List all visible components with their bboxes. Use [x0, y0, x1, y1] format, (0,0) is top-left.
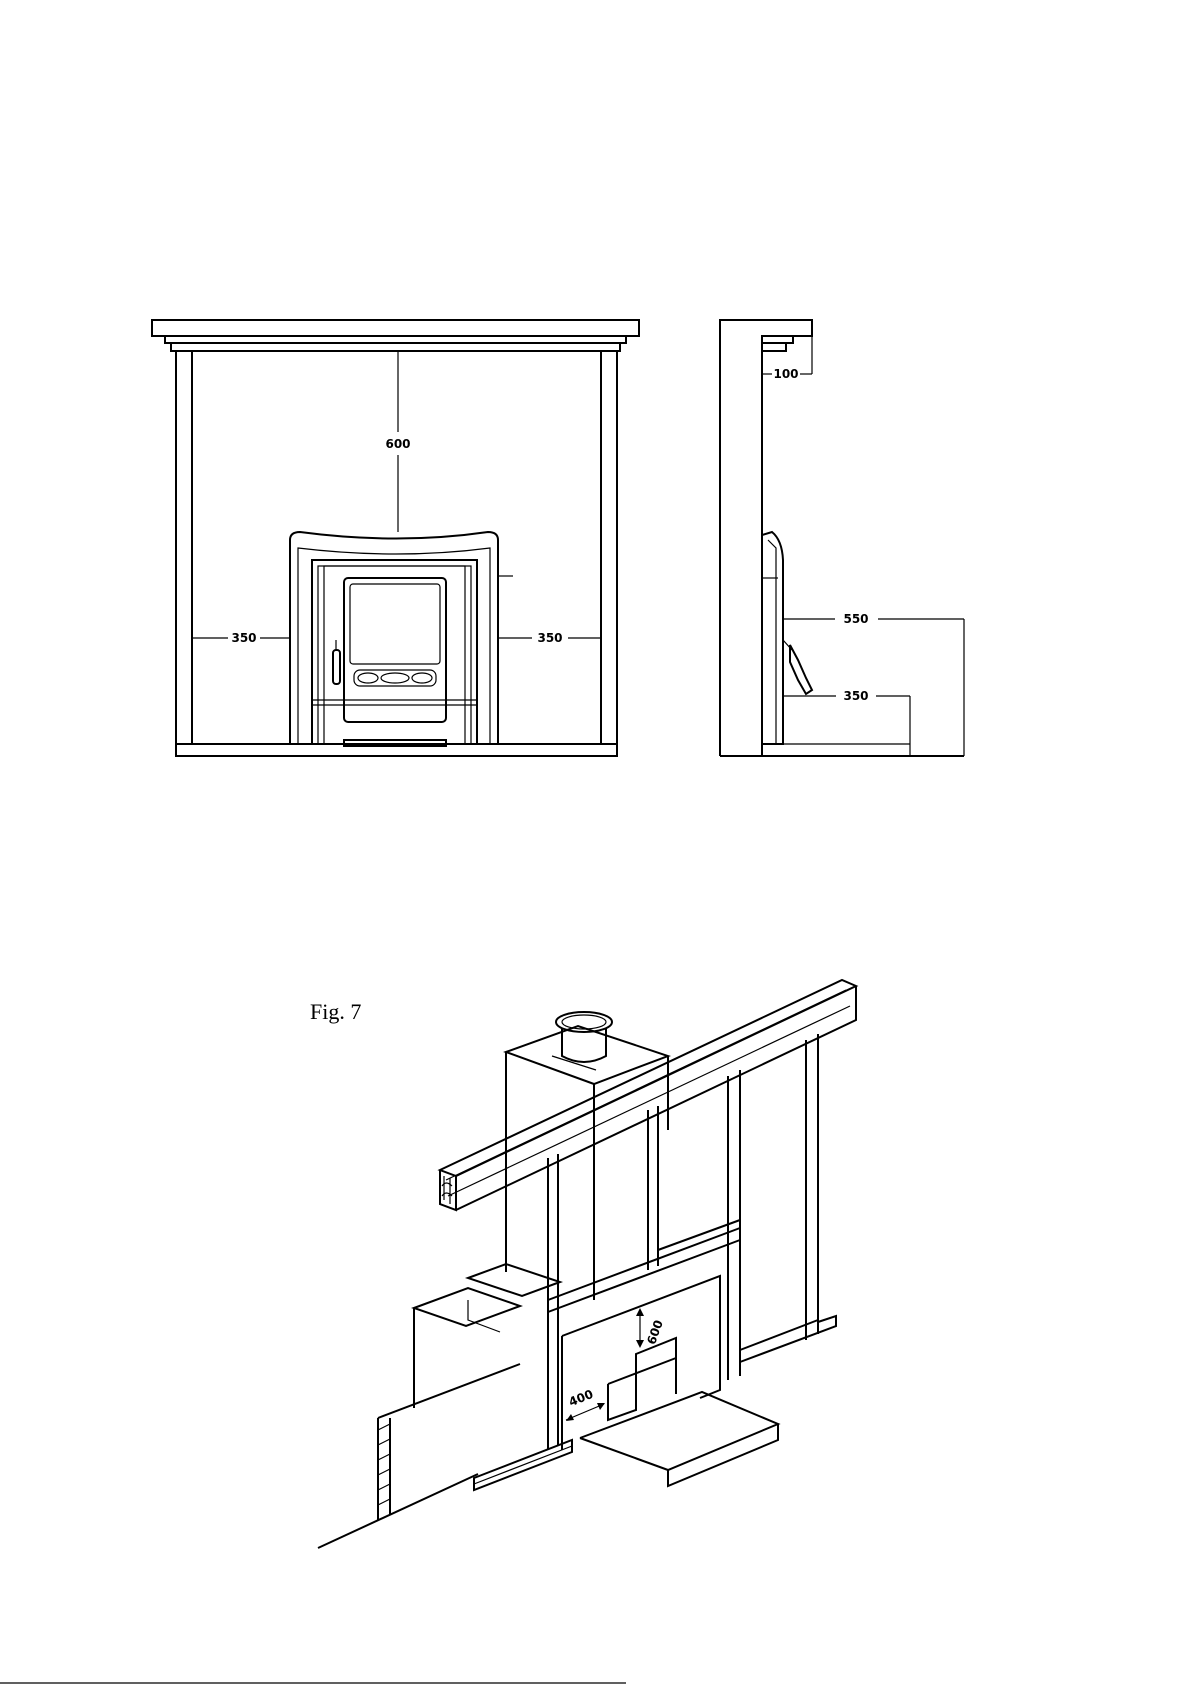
- mantel-shelf: [152, 320, 639, 336]
- front-dim-top: 600: [385, 437, 410, 451]
- mantel-moulding: [165, 336, 626, 343]
- fig7-height-label: 600: [644, 1318, 666, 1346]
- side-dim-lower: 350: [843, 689, 868, 703]
- fig7-dim-height: 600: [636, 1308, 666, 1348]
- frame-studs: [548, 1034, 836, 1450]
- surround-left-leg: [176, 351, 192, 744]
- side-dim-top: 100: [773, 367, 798, 381]
- fig7-width-label: 400: [567, 1387, 595, 1409]
- side-view: 100 550 350: [720, 320, 964, 756]
- front-dim-left: 350: [231, 631, 256, 645]
- fig7-hearth: [580, 1392, 778, 1486]
- figure-caption: Fig. 7: [310, 999, 361, 1024]
- wall-section-hatching: [378, 1424, 390, 1505]
- surround-right-leg: [601, 351, 617, 744]
- lower-wall-block: [378, 1264, 560, 1520]
- chimney-breast: [506, 1012, 668, 1300]
- stove-side-handle: [790, 645, 812, 694]
- side-dim-upper: 550: [843, 612, 868, 626]
- floor-line: [318, 1474, 478, 1548]
- fireplace-opening-frame: [562, 1276, 720, 1450]
- stove-side: [762, 532, 812, 744]
- fig7-dim-width: 400: [566, 1387, 605, 1421]
- stove-handle: [333, 650, 340, 684]
- front-view: 600 350 350: [152, 320, 639, 756]
- figure-7: Fig. 7: [310, 980, 856, 1548]
- mantel-moulding-lower: [171, 343, 620, 351]
- stove-front: [290, 532, 513, 746]
- front-dim-right: 350: [537, 631, 562, 645]
